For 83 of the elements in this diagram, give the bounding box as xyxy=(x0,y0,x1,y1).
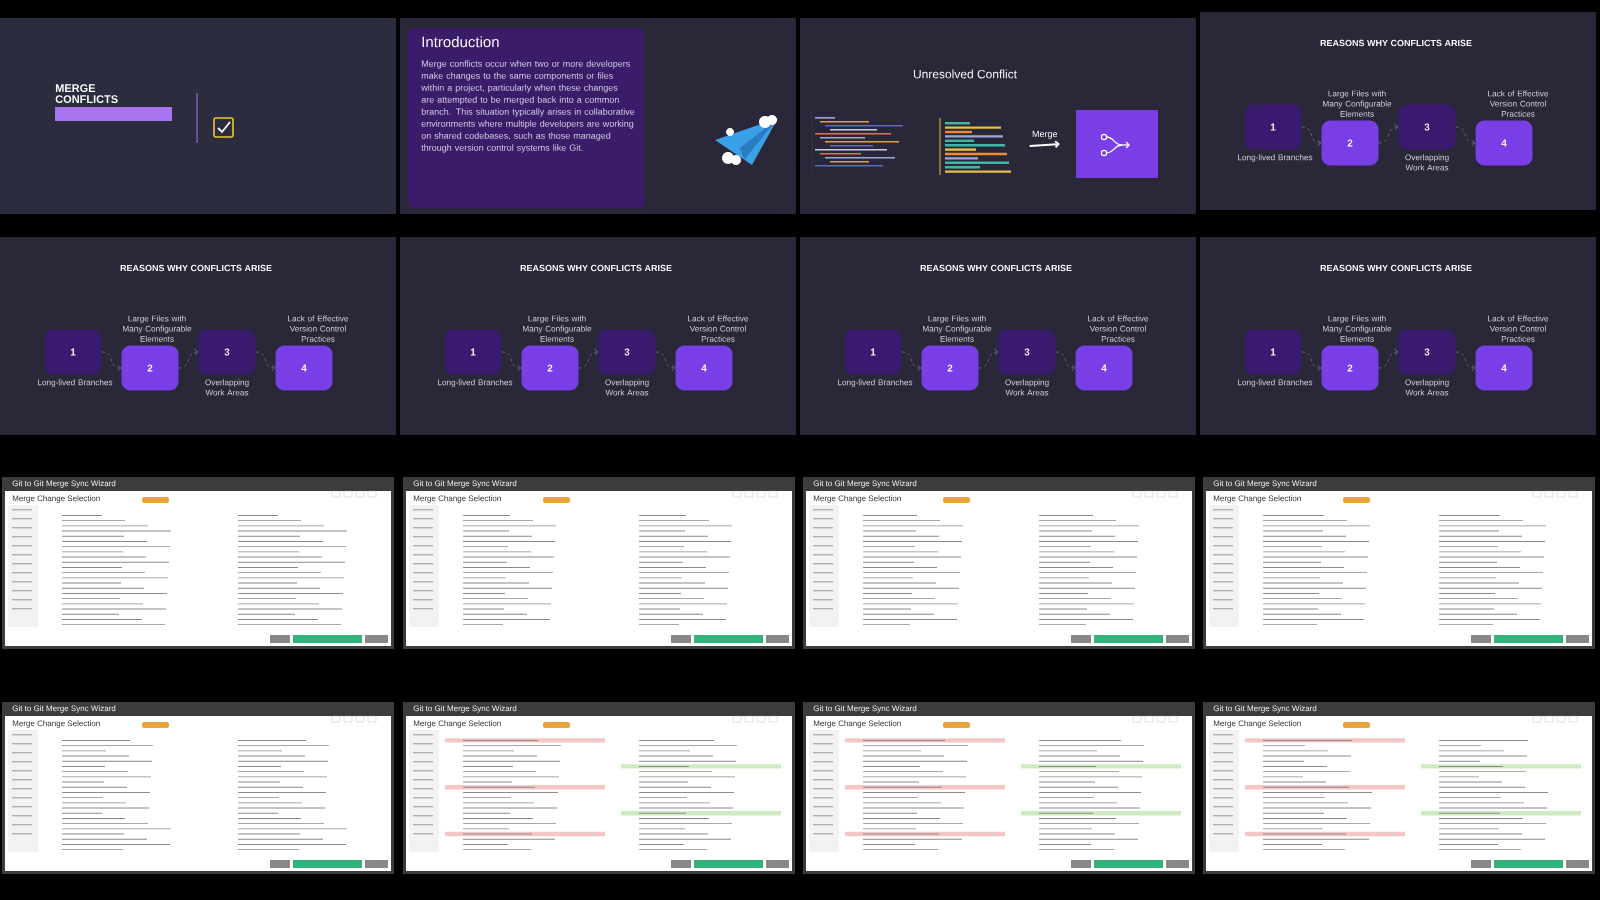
panel-title: Merge Change Selection xyxy=(1213,495,1301,503)
merge-box xyxy=(1076,110,1158,178)
edge-label: Merge xyxy=(1031,129,1059,140)
code-snippet-drawing xyxy=(939,117,1011,176)
slide-heading: REASONS WHY CONFLICTS ARISE xyxy=(1320,39,1472,47)
step-caption: Long-lived Branches xyxy=(438,379,513,387)
step-box: 2 xyxy=(921,345,979,391)
panel-title: Merge Change Selection xyxy=(413,720,501,728)
window-title: Git to Git Merge Sync Wizard xyxy=(413,705,517,713)
slide-heading: REASONS WHY CONFLICTS ARISE xyxy=(520,264,672,272)
step-box: 4 xyxy=(1475,120,1533,166)
step-box: 4 xyxy=(675,345,733,391)
slide-heading: REASONS WHY CONFLICTS ARISE xyxy=(1320,264,1472,272)
step-caption: Overlapping Work Areas xyxy=(605,379,649,396)
arrow xyxy=(1455,351,1476,372)
step-caption: Lack of Effective Version Control Practices xyxy=(688,315,749,342)
step-caption: Long-lived Branches xyxy=(1238,379,1313,387)
window-title: Git to Git Merge Sync Wizard xyxy=(813,480,917,488)
panel-title: Merge Change Selection xyxy=(813,720,901,728)
arrow xyxy=(501,351,522,372)
step-caption: Overlapping Work Areas xyxy=(1405,379,1449,396)
step-box: 2 xyxy=(1321,120,1379,166)
slide-title: Unresolved Conflict xyxy=(913,69,1017,79)
step-box: 2 xyxy=(121,345,179,391)
step-caption: Lack of Effective Version Control Practices xyxy=(1488,90,1549,117)
step-caption: Long-lived Branches xyxy=(38,379,113,387)
text-card: Introduction Merge conflicts occur when two or more developers make changes to the same components or files within a project, particularly when these changes are attempted to be merged back into a common branch. This situation typically arises in collaborative environments where multiple developers are working on shared codebases, such as those managed through version control systems like Git. xyxy=(408,28,645,209)
panel-title: Merge Change Selection xyxy=(413,495,501,503)
step-caption: Large Files with Many Configurable Elements xyxy=(1323,90,1392,117)
step-caption: Large Files with Many Configurable Elements xyxy=(923,315,992,342)
panel-title: Merge Change Selection xyxy=(12,495,100,503)
step-caption: Large Files with Many Configurable Elements xyxy=(1323,315,1392,342)
step-box: 1 xyxy=(1244,329,1302,375)
slide-title: MERGE CONFLICTS xyxy=(55,84,118,103)
step-box: 1 xyxy=(44,329,102,375)
step-box: 2 xyxy=(521,345,579,391)
step-caption: Long-lived Branches xyxy=(1238,154,1313,162)
step-box: 1 xyxy=(1244,104,1302,150)
step-caption: Overlapping Work Areas xyxy=(1005,379,1049,396)
step-caption: Lack of Effective Version Control Practices xyxy=(288,315,349,342)
panel-title: Merge Change Selection xyxy=(1213,720,1301,728)
arrow xyxy=(901,351,922,372)
window-title: Git to Git Merge Sync Wizard xyxy=(813,705,917,713)
step-box: 1 xyxy=(444,329,502,375)
step-box: 3 xyxy=(1398,329,1456,375)
step-box: 2 xyxy=(1321,345,1379,391)
step-box: 4 xyxy=(275,345,333,391)
arrow xyxy=(1378,123,1399,144)
arrow xyxy=(578,348,599,369)
step-box: 4 xyxy=(1075,345,1133,391)
step-box: 3 xyxy=(1398,104,1456,150)
arrow xyxy=(978,348,999,369)
step-caption: Large Files with Many Configurable Elements xyxy=(523,315,592,342)
arrow xyxy=(655,351,676,372)
step-caption: Large Files with Many Configurable Elements xyxy=(123,315,192,342)
arrow xyxy=(1055,351,1076,372)
step-box: 3 xyxy=(598,329,656,375)
step-box: 3 xyxy=(198,329,256,375)
step-box: 4 xyxy=(1475,345,1533,391)
step-caption: Lack of Effective Version Control Practices xyxy=(1088,315,1149,342)
step-caption: Long-lived Branches xyxy=(838,379,913,387)
arrow xyxy=(1378,348,1399,369)
slide-heading: REASONS WHY CONFLICTS ARISE xyxy=(920,264,1072,272)
arrow xyxy=(1455,126,1476,147)
step-caption: Overlapping Work Areas xyxy=(205,379,249,396)
window-title: Git to Git Merge Sync Wizard xyxy=(413,480,517,488)
step-box: 3 xyxy=(998,329,1056,375)
panel-title: Merge Change Selection xyxy=(813,495,901,503)
arrow xyxy=(101,351,122,372)
arrow xyxy=(1301,126,1322,147)
step-caption: Lack of Effective Version Control Practices xyxy=(1488,315,1549,342)
step-caption: Overlapping Work Areas xyxy=(1405,154,1449,171)
window-title: Git to Git Merge Sync Wizard xyxy=(1213,480,1317,488)
slide-heading: REASONS WHY CONFLICTS ARISE xyxy=(120,264,272,272)
arrow xyxy=(255,351,276,372)
step-box: 1 xyxy=(844,329,902,375)
arrow xyxy=(1301,351,1322,372)
window-title: Git to Git Merge Sync Wizard xyxy=(12,480,116,488)
arrow xyxy=(1028,140,1060,149)
window-title: Git to Git Merge Sync Wizard xyxy=(12,705,116,713)
panel-title: Merge Change Selection xyxy=(12,720,100,728)
arrow xyxy=(178,348,199,369)
window-title: Git to Git Merge Sync Wizard xyxy=(1213,705,1317,713)
